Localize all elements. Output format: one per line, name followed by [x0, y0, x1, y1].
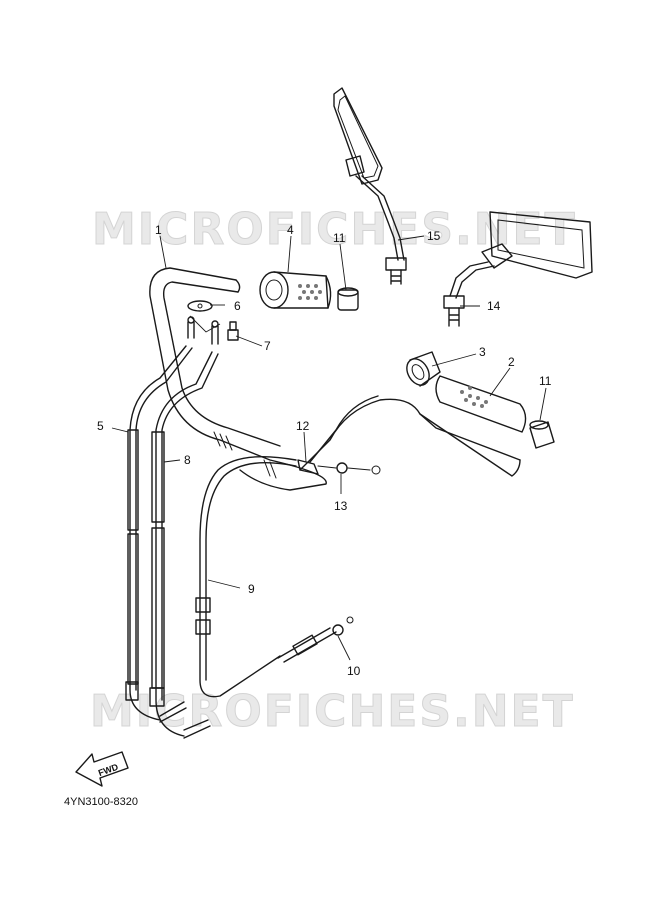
cable-8: [149, 351, 219, 739]
callout-3: 3: [479, 345, 486, 359]
diagram-code: 4YN3100-8320: [64, 796, 139, 808]
adjuster-12-13: [297, 459, 381, 475]
callouts: 1 2 3 4 5 6 7 8 9 10 11 11 12 13 14 15: [97, 223, 552, 678]
mirror-right: [443, 211, 593, 327]
grip-ring: [406, 351, 441, 387]
fitting-6: [187, 300, 219, 345]
callout-8: 8: [184, 453, 191, 467]
callout-6: 6: [234, 299, 241, 313]
callout-12: 12: [296, 419, 310, 433]
callout-1: 1: [155, 223, 162, 237]
callout-10: 10: [347, 664, 361, 678]
callout-14: 14: [487, 299, 501, 313]
watermark-bottom: MICROFICHES.NET: [90, 686, 575, 737]
callout-15: 15: [427, 229, 441, 243]
callout-13: 13: [334, 499, 348, 513]
leader-lines: [111, 235, 547, 661]
callout-4: 4: [287, 223, 294, 237]
callout-11-right: 11: [539, 374, 552, 388]
bar-end-top: [337, 287, 359, 311]
fwd-arrow-icon: FWD: [75, 751, 129, 787]
mirror-left: [333, 87, 407, 285]
callout-2: 2: [508, 355, 515, 369]
bolt-7: [227, 321, 239, 341]
grip-right: [435, 375, 527, 433]
cable-end-10: [277, 616, 354, 663]
bar-end-right: [529, 420, 555, 449]
cable-9: [195, 456, 297, 698]
callout-5: 5: [97, 419, 104, 433]
callout-7: 7: [264, 339, 271, 353]
callout-9: 9: [248, 582, 255, 596]
callout-11-top: 11: [333, 231, 346, 245]
grip-left: [259, 271, 332, 309]
cable-5: [125, 345, 193, 723]
